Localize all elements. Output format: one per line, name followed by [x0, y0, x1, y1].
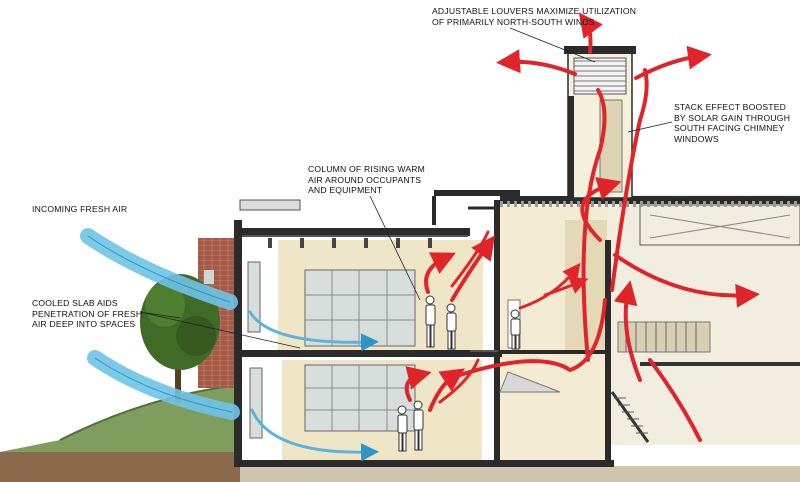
chimney-exhaust-left	[496, 49, 577, 76]
cool-air-upper-room	[248, 310, 379, 352]
building-air-entry	[450, 230, 490, 288]
chimney-exhaust-right	[634, 45, 712, 80]
rising-air-lower-2	[428, 368, 465, 412]
stair-air-lower	[648, 358, 702, 442]
label-line: WINDOWS	[674, 133, 719, 144]
label-incoming-fresh-air: INCOMING FRESH AIR	[32, 204, 127, 215]
label-line: PENETRATION OF FRESH	[32, 308, 143, 319]
occupants	[397, 295, 521, 452]
leader-lines	[139, 27, 673, 349]
label-line: COOLED SLAB AIDS	[32, 298, 118, 308]
label-line: BY SOLAR GAIN THROUGH	[674, 112, 791, 123]
chimney-stack-1	[581, 88, 607, 362]
cool-air-flows	[80, 228, 379, 462]
label-line: ADJUSTABLE LOUVERS MAXIMIZE UTILIZATION	[432, 6, 637, 16]
label-line: SOUTH FACING CHIMNEY	[674, 123, 785, 133]
background-building	[600, 195, 800, 445]
label-line: COLUMN OF RISING WARM	[308, 164, 426, 174]
chimney-exhaust-up	[578, 12, 603, 54]
mid-floor-air-2	[543, 276, 589, 297]
rising-air-upper-1	[424, 252, 456, 294]
lower-floor-to-chimney	[458, 298, 607, 377]
label-stack-effect: STACK EFFECT BOOSTED BY SOLAR GAIN THROU…	[674, 102, 790, 144]
lower-floor-drift	[438, 358, 480, 404]
label-line: STACK EFFECT BOOSTED	[674, 102, 787, 112]
warm-air-flows	[404, 12, 760, 442]
label-cooled-slab: COOLED SLAB AIDS PENETRATION OF FRESH AI…	[32, 298, 142, 330]
cool-air-lower-room	[250, 408, 379, 462]
chimney-stack-2	[610, 68, 649, 292]
label-line: AIR AROUND OCCUPANTS	[308, 174, 422, 185]
rising-air-upper-2	[450, 235, 496, 302]
label-rising-warm-air: COLUMN OF RISING WARM AIR AROUND OCCUPAN…	[308, 164, 425, 196]
roof-air-left	[580, 176, 622, 242]
label-line: AIR DEEP INTO SPACES	[32, 319, 136, 329]
roof-air-right	[613, 253, 760, 308]
ground	[0, 384, 800, 482]
label-adjustable-louvers: ADJUSTABLE LOUVERS MAXIMIZE UTILIZATION …	[432, 6, 636, 27]
label-line: OF PRIMARILY NORTH-SOUTH WINDS	[432, 16, 595, 27]
label-line: INCOMING FRESH AIR	[32, 204, 128, 214]
label-line: AND EQUIPMENT	[308, 185, 383, 195]
stair-air	[613, 280, 642, 382]
rising-air-lower-1	[404, 366, 432, 402]
